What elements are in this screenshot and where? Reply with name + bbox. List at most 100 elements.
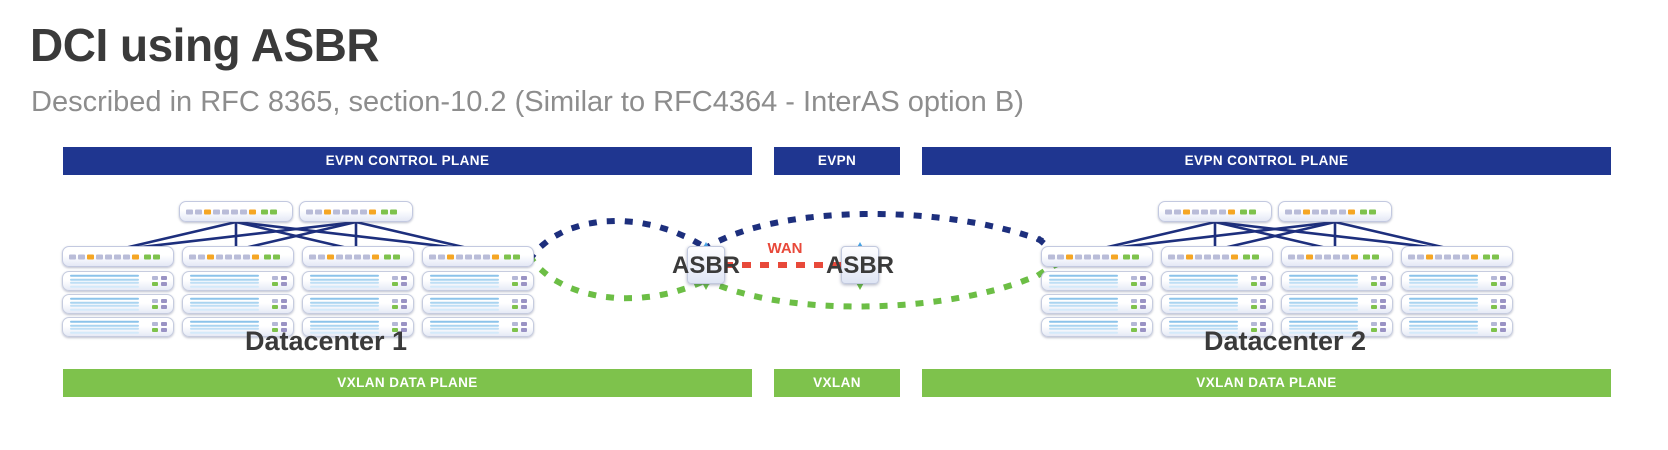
server-unit[interactable] [182, 271, 294, 291]
server-indicator-lines [1289, 274, 1359, 288]
server-status-chips [1371, 276, 1386, 286]
leaf-switch[interactable] [422, 246, 534, 267]
leaf-switch[interactable] [1161, 246, 1273, 267]
asbr-label-left: ASBR [671, 252, 740, 279]
server-indicator-lines [70, 274, 140, 288]
server-unit[interactable] [422, 294, 534, 314]
server-unit[interactable] [1041, 317, 1153, 337]
server-status-chips [512, 322, 527, 332]
server-indicator-lines [1169, 274, 1239, 288]
server-status-chips [1251, 322, 1266, 332]
server-unit[interactable] [302, 294, 414, 314]
switch-ports [1285, 209, 1386, 214]
server-unit[interactable] [62, 317, 174, 337]
asbr-node-right[interactable] [841, 246, 879, 284]
server-status-chips [1131, 299, 1146, 309]
server-status-chips [1251, 276, 1266, 286]
page-subtitle: Described in RFC 8365, section-10.2 (Sim… [31, 86, 1024, 118]
server-indicator-lines [430, 274, 500, 288]
server-unit[interactable] [1161, 294, 1273, 314]
server-indicator-lines [1169, 320, 1239, 334]
server-indicator-lines [1049, 320, 1119, 334]
control-plane-bar-center: EVPN [774, 147, 900, 175]
asbr-node-left[interactable] [687, 246, 725, 284]
leaf-switch[interactable] [302, 246, 414, 267]
data-plane-bar-right: VXLAN DATA PLANE [922, 369, 1611, 397]
server-unit[interactable] [1161, 317, 1273, 337]
server-status-chips [272, 299, 287, 309]
server-indicator-lines [1409, 297, 1479, 311]
switch-ports [309, 254, 408, 259]
server-status-chips [392, 322, 407, 332]
server-unit[interactable] [302, 317, 414, 337]
switch-ports [429, 254, 528, 259]
spine-switch[interactable] [299, 201, 413, 222]
server-indicator-lines [70, 320, 140, 334]
control-plane-bar-left: EVPN CONTROL PLANE [63, 147, 752, 175]
leaf-switch[interactable] [1281, 246, 1393, 267]
server-unit[interactable] [182, 317, 294, 337]
server-status-chips [1491, 299, 1506, 309]
server-status-chips [272, 276, 287, 286]
leaf-switch[interactable] [1041, 246, 1153, 267]
server-unit[interactable] [422, 317, 534, 337]
server-status-chips [152, 299, 167, 309]
server-unit[interactable] [62, 294, 174, 314]
server-status-chips [152, 322, 167, 332]
server-indicator-lines [1049, 297, 1119, 311]
server-unit[interactable] [1401, 294, 1513, 314]
server-status-chips [272, 322, 287, 332]
leaf-switch[interactable] [182, 246, 294, 267]
server-indicator-lines [190, 320, 260, 334]
server-indicator-lines [310, 274, 380, 288]
data-plane-bar-left: VXLAN DATA PLANE [63, 369, 752, 397]
server-unit[interactable] [1041, 294, 1153, 314]
page-title: DCI using ASBR [30, 19, 380, 71]
server-indicator-lines [70, 297, 140, 311]
control-plane-bar-right: EVPN CONTROL PLANE [922, 147, 1611, 175]
switch-ports [69, 254, 168, 259]
switch-ports [1168, 254, 1267, 259]
server-indicator-lines [430, 320, 500, 334]
server-indicator-lines [1289, 320, 1359, 334]
server-unit[interactable] [1401, 317, 1513, 337]
server-status-chips [1491, 322, 1506, 332]
server-indicator-lines [190, 274, 260, 288]
server-unit[interactable] [1041, 271, 1153, 291]
switch-ports [189, 254, 288, 259]
leaf-switch[interactable] [1401, 246, 1513, 267]
server-indicator-lines [1409, 320, 1479, 334]
server-unit[interactable] [1281, 294, 1393, 314]
server-status-chips [1491, 276, 1506, 286]
server-unit[interactable] [1161, 271, 1273, 291]
datacenter-label-2: Datacenter 2 [1203, 326, 1367, 356]
server-unit[interactable] [1281, 317, 1393, 337]
server-unit[interactable] [422, 271, 534, 291]
server-status-chips [512, 299, 527, 309]
spine-switch[interactable] [1158, 201, 1272, 222]
switch-ports [1048, 254, 1147, 259]
server-unit[interactable] [1401, 271, 1513, 291]
asbr-label-right: ASBR [825, 252, 894, 279]
spine-switch[interactable] [179, 201, 293, 222]
data-plane-bar-center: VXLAN [774, 369, 900, 397]
server-indicator-lines [430, 297, 500, 311]
server-status-chips [1131, 322, 1146, 332]
server-status-chips [1371, 322, 1386, 332]
leaf-switch[interactable] [62, 246, 174, 267]
server-unit[interactable] [1281, 271, 1393, 291]
server-indicator-lines [1409, 274, 1479, 288]
server-status-chips [1251, 299, 1266, 309]
spine-switch[interactable] [1278, 201, 1392, 222]
server-status-chips [152, 276, 167, 286]
server-unit[interactable] [182, 294, 294, 314]
switch-ports [1288, 254, 1387, 259]
server-status-chips [1131, 276, 1146, 286]
server-unit[interactable] [62, 271, 174, 291]
switch-ports [1165, 209, 1266, 214]
server-status-chips [1371, 299, 1386, 309]
switch-ports [306, 209, 407, 214]
server-indicator-lines [310, 297, 380, 311]
server-unit[interactable] [302, 271, 414, 291]
